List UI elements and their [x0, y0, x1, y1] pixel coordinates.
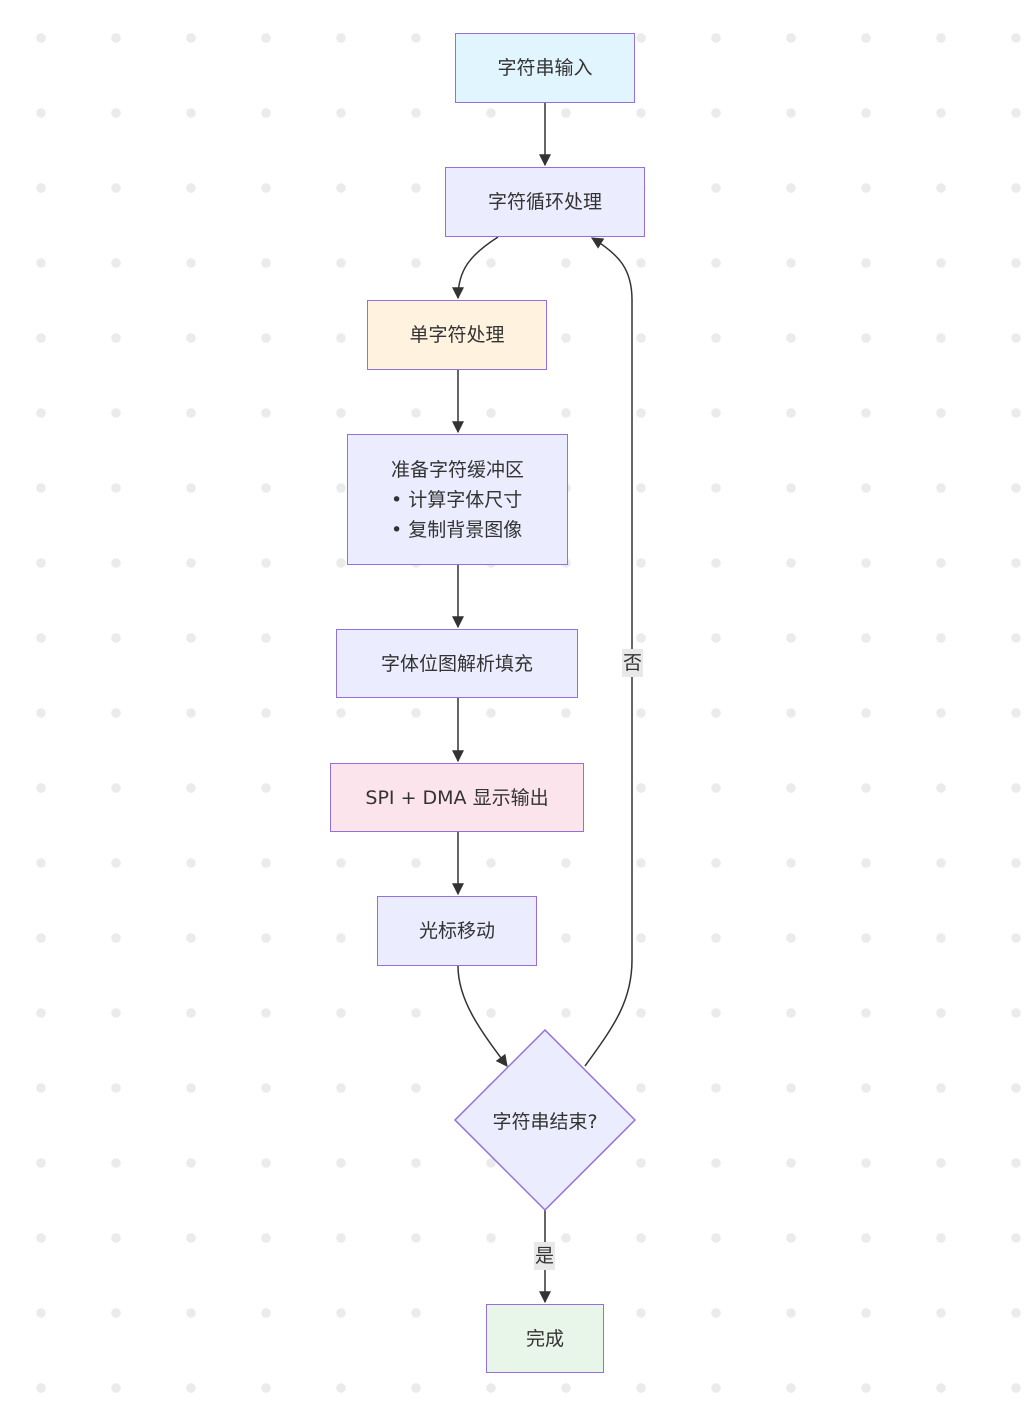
node-bitmap-fill[interactable]: 字体位图解析填充 — [336, 629, 578, 698]
node-label: SPI + DMA 显示输出 — [365, 786, 549, 809]
node-label: 字符循环处理 — [487, 191, 602, 213]
node-string-end-decision[interactable]: 字符串结束? — [455, 1090, 635, 1150]
decision-diamond-shape — [453, 1028, 637, 1212]
edge-decision-loop — [584, 237, 633, 1067]
node-single-char[interactable]: 单字符处理 — [367, 300, 547, 370]
node-prepare-buffer[interactable]: 准备字符缓冲区 计算字体尺寸 复制背景图像 — [347, 434, 568, 565]
bullet-item: 计算字体尺寸 — [391, 485, 522, 515]
node-label: 光标移动 — [418, 920, 495, 942]
node-cursor-move[interactable]: 光标移动 — [377, 896, 537, 966]
edge-cursor-decision — [457, 965, 508, 1067]
bullet-item: 复制背景图像 — [391, 515, 522, 545]
node-label: 单字符处理 — [409, 324, 505, 346]
node-label: 字符串输入 — [497, 57, 593, 79]
edge-label-yes: 是 — [534, 1242, 556, 1270]
node-done[interactable]: 完成 — [486, 1304, 604, 1373]
node-title: 准备字符缓冲区 — [390, 458, 524, 481]
node-label: 字体位图解析填充 — [380, 652, 533, 675]
edge-loop-single — [452, 236, 499, 300]
node-spi-dma-output[interactable]: SPI + DMA 显示输出 — [330, 763, 584, 832]
node-label: 字符串结束? — [492, 1110, 598, 1133]
edge-label-no: 否 — [622, 649, 644, 677]
node-string-input[interactable]: 字符串输入 — [455, 33, 635, 103]
node-label: 完成 — [525, 1327, 564, 1350]
node-char-loop[interactable]: 字符循环处理 — [445, 167, 645, 237]
